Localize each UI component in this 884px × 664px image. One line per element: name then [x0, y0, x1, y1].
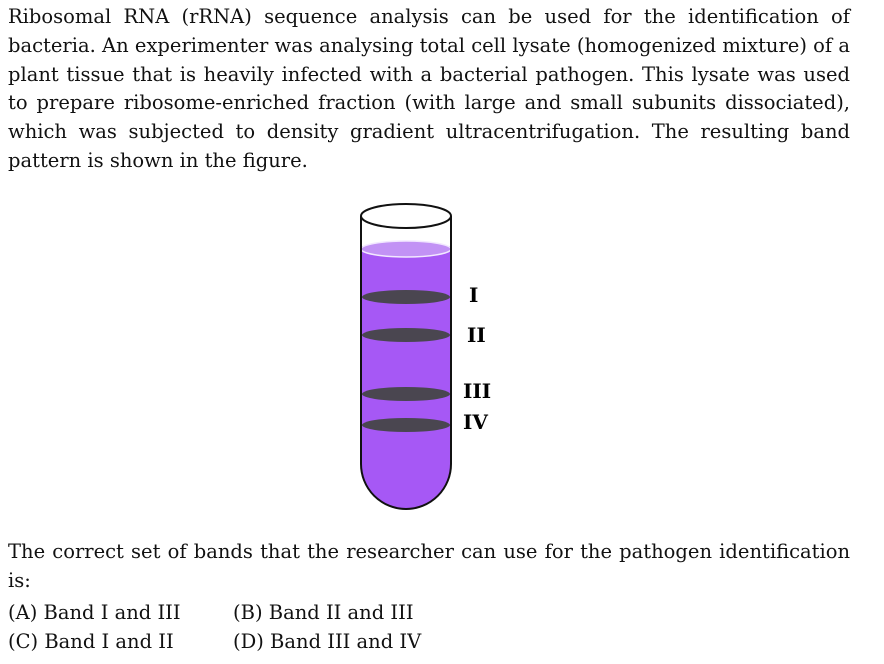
option-b[interactable]: (B) Band II and III [233, 601, 414, 624]
tube-liquid [361, 246, 451, 509]
band-label-II: II [467, 323, 486, 347]
centrifuge-tube-svg: I II III IV [360, 203, 491, 510]
question-paragraph: The correct set of bands that the resear… [8, 540, 850, 592]
options-row-1: (A) Band I and III (B) Band II and III [8, 598, 421, 627]
band-II [362, 328, 450, 342]
option-a[interactable]: (A) Band I and III [8, 601, 181, 624]
option-d[interactable]: (D) Band III and IV [233, 630, 422, 653]
centrifuge-tube-figure: I II III IV [340, 196, 540, 516]
band-IV [362, 418, 450, 432]
tube-outline [360, 216, 452, 510]
liquid-meniscus [360, 240, 452, 258]
band-III [362, 387, 450, 401]
band-I [362, 290, 450, 304]
band-label-I: I [469, 283, 478, 307]
tube-rim [360, 203, 452, 229]
options-row-2: (C) Band I and II (D) Band III and IV [8, 627, 421, 656]
intro-paragraph: Ribosomal RNA (rRNA) sequence analysis c… [8, 5, 850, 172]
band-label-III: III [463, 379, 491, 403]
option-c[interactable]: (C) Band I and II [8, 630, 174, 653]
band-label-IV: IV [463, 410, 488, 434]
answer-options: (A) Band I and III (B) Band II and III (… [8, 598, 421, 656]
